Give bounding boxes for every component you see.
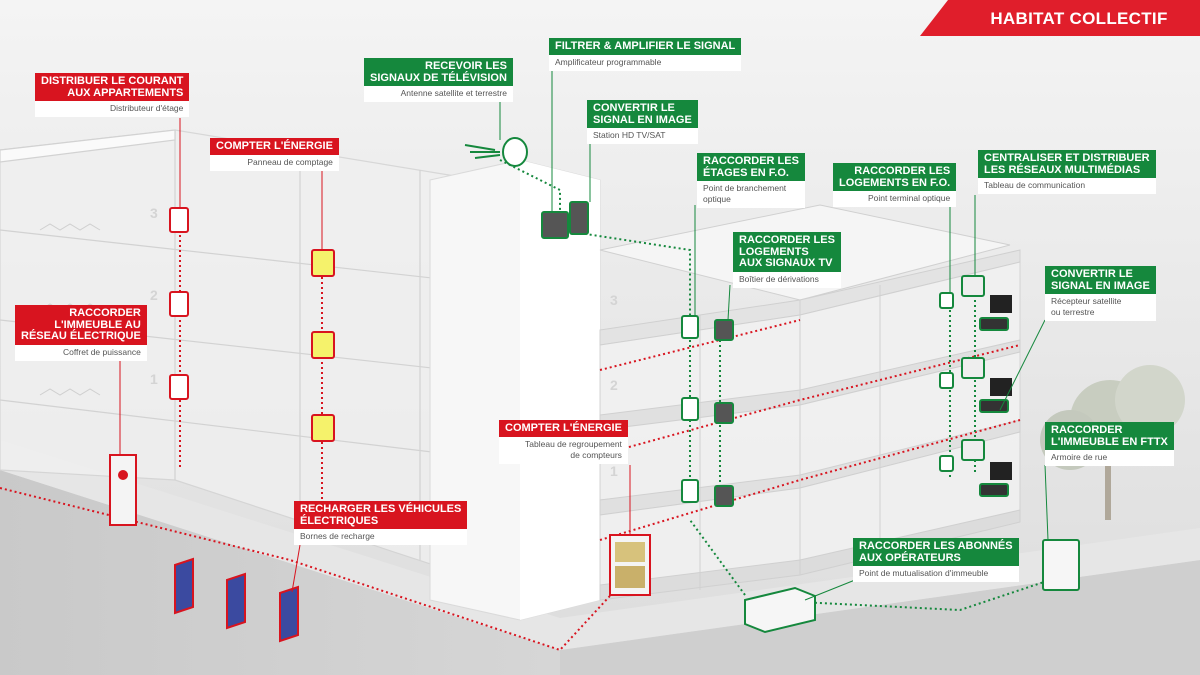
floor-number-right: 1 — [610, 463, 618, 479]
callout-compter-energie: COMPTER L'ÉNERGIE Panneau de comptage — [210, 136, 339, 171]
callout-subtitle: Bornes de recharge — [294, 529, 468, 545]
callout-subtitle: Station HD TV/SAT — [587, 128, 698, 144]
left-wing — [0, 129, 541, 601]
floor-number-right: 2 — [610, 377, 618, 393]
distributor-icon — [169, 207, 189, 400]
callout-subtitle: Tableau de communication — [978, 178, 1156, 194]
banner-title: HABITAT COLLECTIF — [990, 9, 1168, 28]
meter-cabinet-icon — [609, 534, 651, 596]
callout-subtitle: Armoire de rue — [1045, 450, 1174, 466]
callout-subtitle: Antenne satellite et terrestre — [364, 86, 513, 102]
callout-subtitle: Panneau de comptage — [210, 154, 339, 171]
banner-shape — [920, 0, 1200, 36]
page-banner: HABITAT COLLECTIF — [920, 0, 1200, 36]
power-box-icon — [109, 454, 137, 526]
splitter-box-icon — [714, 319, 734, 507]
floor-number-left: 1 — [150, 371, 158, 387]
leader-lines — [119, 118, 631, 593]
callout-subtitle: Amplificateur programmable — [549, 54, 742, 71]
callout-compter-energie-2: COMPTER L'ÉNERGIE Tableau de regroupemen… — [499, 418, 628, 464]
central-tower — [429, 159, 601, 621]
callout-subtitle: Boîtier de dérivations — [733, 271, 841, 288]
callout-subtitle: Coffret de puissance — [15, 344, 147, 361]
floor-number-left: 3 — [150, 205, 158, 221]
floor-number-left: 2 — [150, 287, 158, 303]
road-right — [560, 560, 1200, 675]
sidewalk — [0, 440, 1200, 650]
callout-title: COMPTER L'ÉNERGIE — [210, 138, 339, 155]
callout-title: FILTRER & AMPLIFIER LE SIGNAL — [549, 38, 742, 55]
callout-filtrer: FILTRER & AMPLIFIER LE SIGNAL Amplificat… — [549, 36, 742, 71]
antenna-icon — [464, 137, 528, 167]
communication-panel-icon — [961, 275, 985, 461]
optical-point-icon — [681, 292, 954, 503]
callout-subtitle: Point terminal optique — [833, 191, 957, 207]
callout-title: COMPTER L'ÉNERGIE — [499, 420, 628, 437]
mutualisation-point-icon — [744, 586, 816, 634]
leader-lines-green — [499, 65, 1049, 601]
callout-subtitle: Point de mutualisation d'immeuble — [853, 566, 1019, 582]
electrical-lines — [0, 225, 1021, 652]
amplifier-icon — [541, 201, 589, 239]
floor-numbers: 1 2 3 1 2 3 — [150, 205, 618, 479]
floor-number-right: 3 — [610, 292, 618, 308]
meter-panel-icon — [311, 249, 335, 442]
street-cabinet-icon — [1042, 539, 1080, 591]
road-left — [0, 470, 560, 675]
ev-charger-icon — [174, 557, 299, 643]
callout-subtitle: Distributeur d'étage — [35, 101, 190, 117]
